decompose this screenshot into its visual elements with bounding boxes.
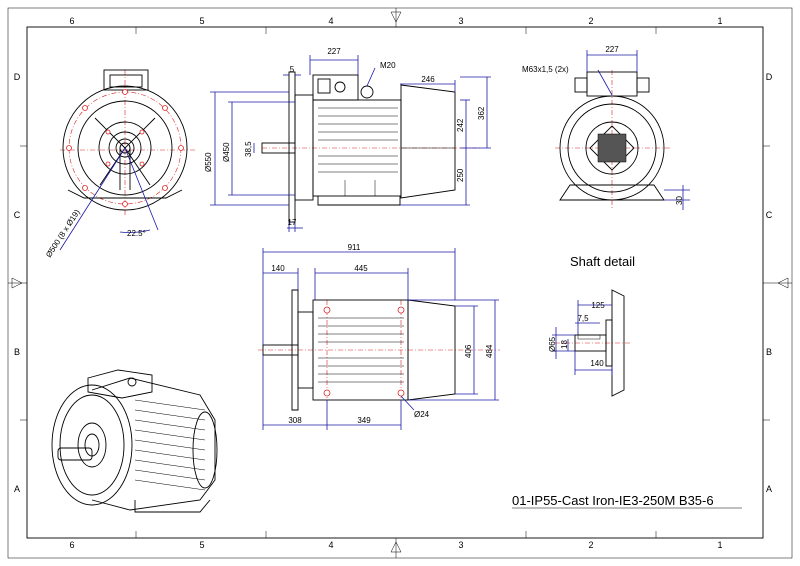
row-label: A <box>14 484 20 494</box>
dim-total: 911 <box>348 243 361 252</box>
dim-hole: Ø24 <box>414 410 430 419</box>
dim-gland: M20 <box>380 61 396 70</box>
col-label: 3 <box>458 540 463 550</box>
row-label: C <box>14 210 21 220</box>
col-label: 5 <box>199 540 204 550</box>
shaft-detail-label: Shaft detail <box>570 254 635 269</box>
dim-cover-len: 246 <box>421 75 435 84</box>
col-label: 6 <box>69 16 74 26</box>
dim-flange-gap: 17 <box>288 218 297 227</box>
col-label: 3 <box>458 16 463 26</box>
row-label: D <box>766 72 773 82</box>
side-view <box>261 71 480 223</box>
dim-box-width: 227 <box>327 47 341 56</box>
shaft-detail-view <box>555 289 630 397</box>
dim-d349: 349 <box>357 416 371 425</box>
col-label: 4 <box>328 16 333 26</box>
end-dim-box-width: 227 <box>605 45 619 54</box>
col-label: 1 <box>717 540 722 550</box>
dim-h406: 406 <box>464 344 473 358</box>
end-view <box>555 70 670 210</box>
dim-foot-spacing: 445 <box>354 264 368 273</box>
col-label: 2 <box>588 16 593 26</box>
dim-dia-550: Ø550 <box>204 152 213 172</box>
shaft-dim-dia: Ø65 <box>548 336 557 352</box>
col-label: 2 <box>588 540 593 550</box>
col-label: 6 <box>69 540 74 550</box>
front-view <box>59 69 195 251</box>
dim-flange-thk: 5 <box>290 65 295 74</box>
shaft-dim-key-len: 125 <box>591 301 605 310</box>
zone-ticks <box>20 27 770 538</box>
dim-dia-450: Ø450 <box>222 142 231 162</box>
end-dim-foot: 30 <box>675 196 684 205</box>
shaft-detail-dims <box>552 300 613 375</box>
col-label: 1 <box>717 16 722 26</box>
dim-h484: 484 <box>485 344 494 358</box>
col-label: 5 <box>199 16 204 26</box>
dim-d308: 308 <box>288 416 302 425</box>
top-view <box>258 289 500 411</box>
row-label: B <box>14 347 20 357</box>
dim-h250: 250 <box>456 168 465 182</box>
row-label: D <box>14 72 21 82</box>
dim-h242: 242 <box>456 118 465 132</box>
dim-h362: 362 <box>477 106 486 120</box>
shaft-dim-key-h: 18 <box>560 340 569 349</box>
dim-shaft-len: 140 <box>271 264 285 273</box>
isometric-view <box>51 369 218 513</box>
bolt-circle-label: Ø500 (8 x Ø19) <box>44 208 82 259</box>
drawing-title: 01-IP55-Cast Iron-IE3-250M B35-6 <box>512 493 714 508</box>
row-label: A <box>766 484 772 494</box>
row-label: C <box>766 210 773 220</box>
angle-label: 22.5° <box>127 229 146 238</box>
centering-marks <box>8 8 792 558</box>
end-view-dims <box>586 50 690 210</box>
end-dim-gland: M63x1,5 (2x) <box>522 65 569 74</box>
row-label: B <box>766 347 772 357</box>
inner-border <box>26 26 764 539</box>
col-label: 4 <box>328 540 333 550</box>
dim-spigot: 38,5 <box>244 141 253 157</box>
shaft-dim-len: 140 <box>590 359 604 368</box>
top-view-dims <box>262 248 499 430</box>
side-view-dims <box>210 55 491 232</box>
shaft-dim-key-w: 7,5 <box>577 314 589 323</box>
